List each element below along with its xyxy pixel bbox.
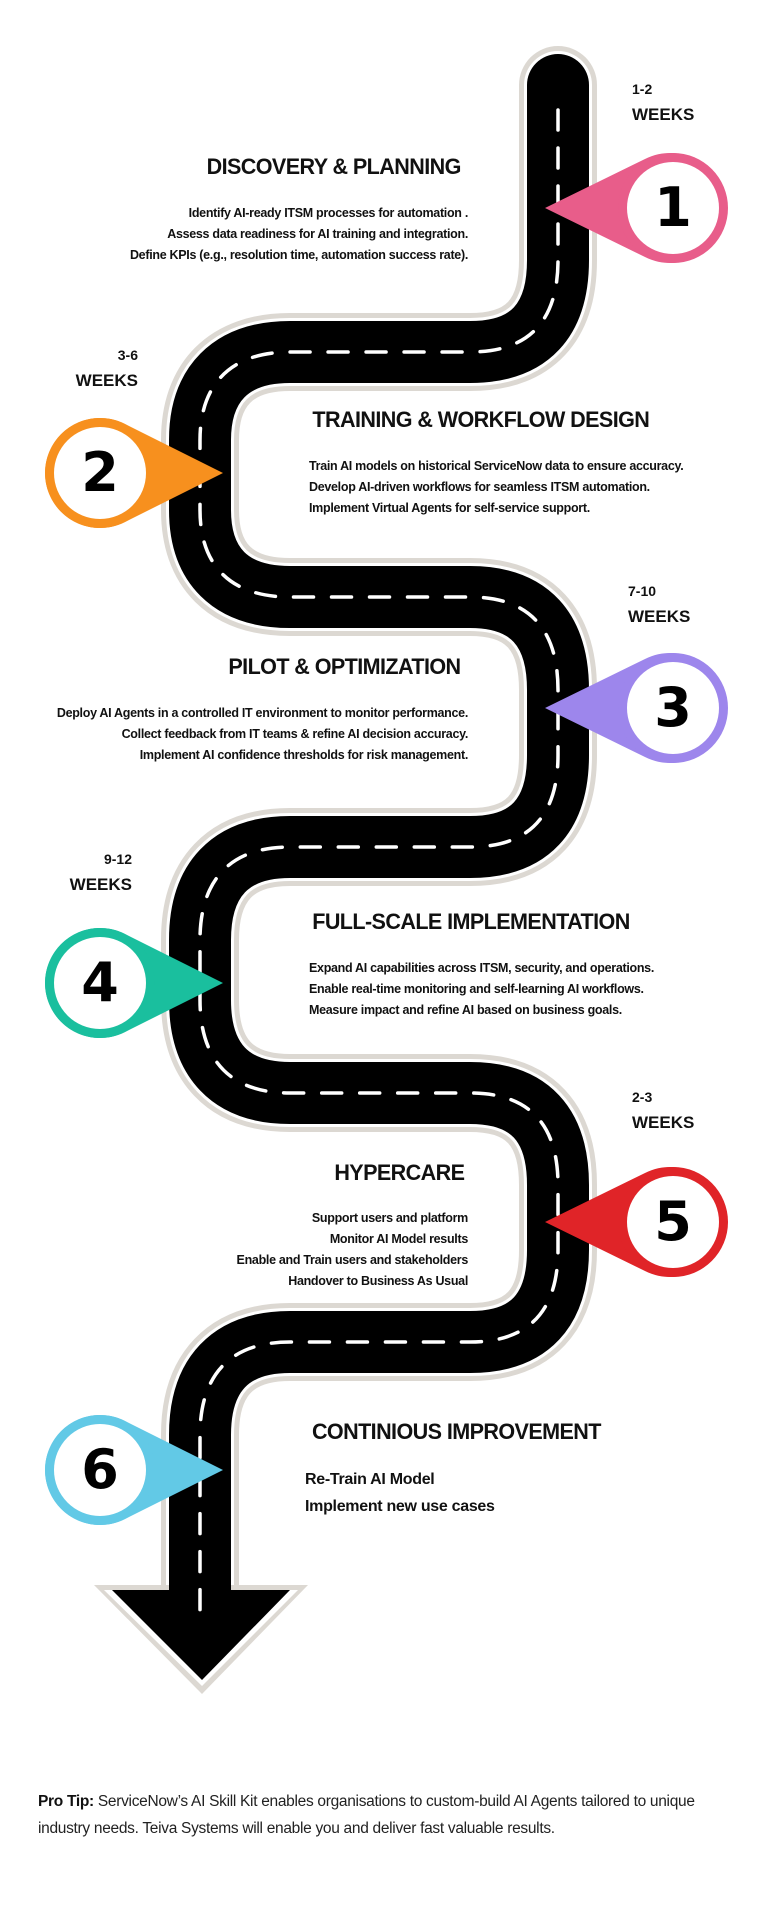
step-2-title: TRAINING & WORKFLOW DESIGN <box>312 407 650 432</box>
step-1-number: 1 <box>654 176 692 239</box>
duration-range: 9-12 <box>103 851 132 867</box>
step-5-title: HYPERCARE <box>334 1160 466 1185</box>
step-6-items: Re-Train AI Model Implement new use case… <box>305 1466 495 1520</box>
list-item: Re-Train AI Model <box>305 1471 435 1488</box>
list-item: Deploy AI Agents in a controlled IT envi… <box>56 706 468 720</box>
list-item: Handover to Business As Usual <box>288 1274 468 1288</box>
duration-unit: WEEKS <box>628 607 691 626</box>
step-3-title: PILOT & OPTIMIZATION <box>228 654 461 679</box>
duration-range: 7-10 <box>628 583 657 599</box>
step-3-number: 3 <box>654 676 692 739</box>
duration-range: 2-3 <box>632 1089 653 1105</box>
list-item: Support users and platform <box>311 1211 468 1225</box>
step-4-items: Expand AI capabilities across ITSM, secu… <box>309 958 654 1021</box>
step-1-pin: 1 <box>540 152 730 263</box>
map-pin-icon <box>45 928 223 1038</box>
list-item: Enable and Train users and stakeholders <box>236 1253 469 1267</box>
duration-unit: WEEKS <box>69 875 132 894</box>
step-5-duration: 2-3 WEEKS <box>632 1090 694 1131</box>
duration-unit: WEEKS <box>632 105 695 124</box>
map-pin-icon <box>545 1167 728 1277</box>
step-2-items: Train AI models on historical ServiceNow… <box>309 456 684 519</box>
pro-tip-text: ServiceNow’s AI Skill Kit enables organi… <box>38 1793 695 1837</box>
map-pin-icon <box>545 153 728 263</box>
step-4-pin: 4 <box>45 927 235 1038</box>
duration-range: 1-2 <box>632 81 653 97</box>
list-item: Assess data readiness for AI training an… <box>167 227 468 241</box>
step-5-items: Support users and platform Monitor AI Mo… <box>236 1208 469 1292</box>
step-6-number: 6 <box>81 1438 119 1501</box>
list-item: Define KPIs (e.g., resolution time, auto… <box>129 248 468 262</box>
list-item: Implement new use cases <box>305 1498 495 1515</box>
list-item: Enable real-time monitoring and self-lea… <box>309 982 644 996</box>
list-item: Collect feedback from IT teams & refine … <box>121 727 469 741</box>
list-item: Expand AI capabilities across ITSM, secu… <box>309 961 655 975</box>
step-4-duration: 9-12 WEEKS <box>70 852 132 893</box>
list-item: Develop AI-driven workflows for seamless… <box>309 480 650 494</box>
step-3-pin: 3 <box>540 652 730 763</box>
duration-range: 3-6 <box>117 347 138 363</box>
arrow-head <box>112 1590 290 1680</box>
step-6-pin: 6 <box>45 1414 235 1525</box>
step-5-pin: 5 <box>540 1166 730 1277</box>
list-item: Monitor AI Model results <box>329 1232 468 1246</box>
list-item: Measure impact and refine AI based on bu… <box>309 1003 622 1017</box>
step-3-duration: 7-10 WEEKS <box>628 584 690 625</box>
step-2-number: 2 <box>81 441 119 504</box>
pro-tip: Pro Tip: ServiceNow’s AI Skill Kit enabl… <box>38 1788 738 1842</box>
step-5-number: 5 <box>654 1190 692 1253</box>
map-pin-icon <box>45 1415 223 1525</box>
list-item: Identify AI-ready ITSM processes for aut… <box>188 206 469 220</box>
map-pin-icon <box>45 418 223 528</box>
pro-tip-label: Pro Tip: <box>38 1793 94 1810</box>
list-item: Implement AI confidence thresholds for r… <box>139 748 469 762</box>
step-6-title: CONTINIOUS IMPROVEMENT <box>311 1419 602 1444</box>
lane-marking <box>198 108 560 1627</box>
step-1-items: Identify AI-ready ITSM processes for aut… <box>130 203 468 266</box>
list-item: Implement Virtual Agents for self-servic… <box>309 501 590 515</box>
duration-unit: WEEKS <box>632 1113 695 1132</box>
step-4-title: FULL-SCALE IMPLEMENTATION <box>312 909 630 934</box>
step-1-duration: 1-2 WEEKS <box>632 82 694 123</box>
duration-unit: WEEKS <box>75 371 138 390</box>
step-2-duration: 3-6 WEEKS <box>76 348 138 389</box>
step-3-items: Deploy AI Agents in a controlled IT envi… <box>57 703 468 766</box>
step-4-number: 4 <box>81 951 119 1014</box>
step-2-pin: 2 <box>45 417 235 528</box>
list-item: Train AI models on historical ServiceNow… <box>309 459 684 473</box>
map-pin-icon <box>545 653 728 763</box>
step-1-title: DISCOVERY & PLANNING <box>206 154 461 179</box>
